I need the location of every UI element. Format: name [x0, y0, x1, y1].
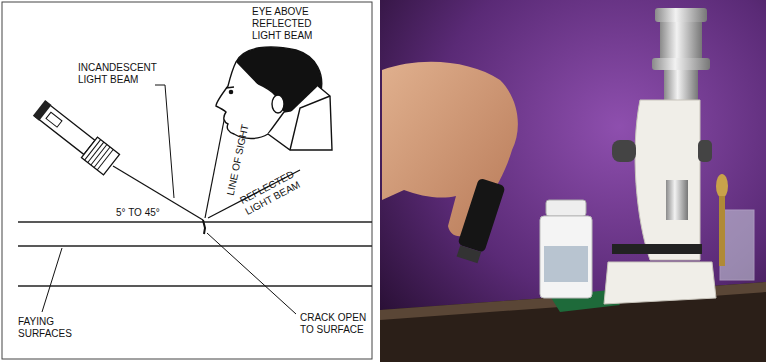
- incident-beam: [113, 166, 203, 220]
- angle-label: 5° TO 45°: [116, 207, 176, 219]
- callout-label: EYE ABOVE REFLECTED LIGHT BEAM: [252, 6, 324, 42]
- microscope: [604, 8, 716, 304]
- crack: [203, 220, 205, 234]
- observer-head: [216, 47, 332, 150]
- callout-label: FAYING SURFACES: [18, 316, 80, 340]
- surface-line: [18, 221, 372, 222]
- pen-light: [454, 178, 506, 265]
- leader-line: [42, 248, 62, 312]
- glass-slide: [720, 210, 754, 280]
- leader-line: [155, 85, 174, 198]
- photo-background: [380, 0, 766, 362]
- dye-bottle: [540, 200, 592, 298]
- brass-tool: [716, 174, 728, 266]
- callout-label: INCANDESCENT LIGHT BEAM: [78, 62, 160, 86]
- callout-label: CRACK OPEN TO SURFACE: [300, 312, 368, 336]
- flashlight: [31, 98, 120, 175]
- leader-line: [207, 233, 296, 314]
- panel-border: [2, 2, 372, 359]
- faying-line: [18, 245, 372, 246]
- bottom-line: [18, 285, 372, 286]
